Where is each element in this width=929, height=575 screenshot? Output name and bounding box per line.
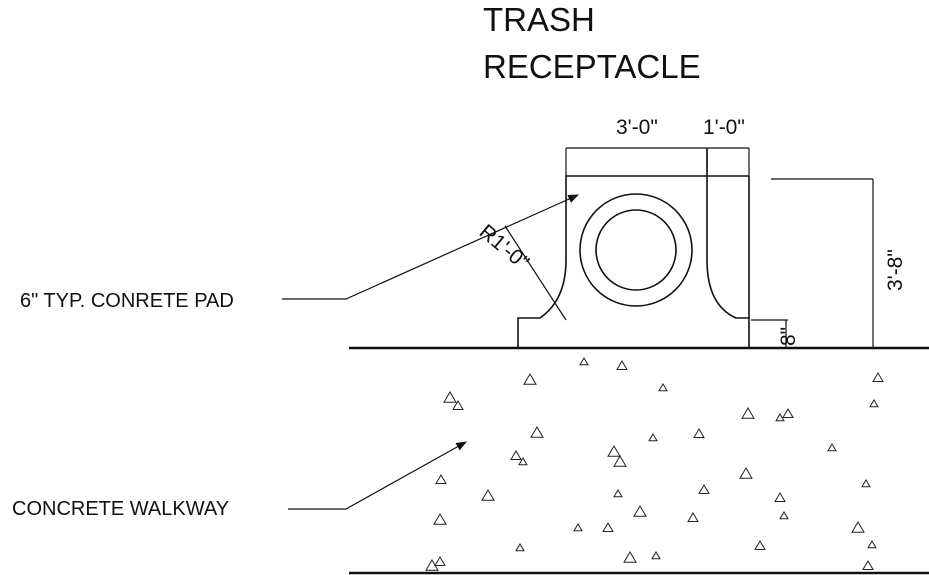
aggregate-mark [623, 551, 637, 563]
aggregate-mark [861, 479, 871, 488]
callout-pad-label: 6" TYP. CONRETE PAD [20, 290, 234, 312]
aggregate-mark [510, 450, 522, 460]
dimension-pad-thickness: 8" [777, 327, 800, 346]
aggregate-mark [774, 492, 786, 502]
aggregate-mark [827, 443, 837, 452]
callout-pad-leader [282, 194, 579, 300]
aggregate-mark [869, 399, 879, 408]
aggregate-mark [607, 445, 621, 457]
aggregate-mark [867, 540, 877, 549]
aggregate-mark [739, 467, 753, 479]
height-dimension-lines [751, 178, 874, 348]
receptacle-inner-circle [595, 209, 677, 291]
aggregate-mark [872, 372, 884, 382]
aggregate-mark [698, 484, 710, 494]
dimension-side-width: 1'-0" [703, 116, 745, 139]
receptacle-outer-circle [579, 193, 693, 307]
aggregate-mark [443, 391, 457, 403]
aggregate-mark [775, 413, 785, 422]
aggregate-mark [687, 512, 699, 522]
aggregate-mark [435, 474, 447, 484]
aggregate-mark [613, 455, 627, 467]
aggregate-mark [573, 523, 583, 532]
callout-walkway-leader [288, 441, 467, 510]
radius-leader-line [504, 225, 567, 321]
aggregate-mark [530, 426, 544, 438]
title-line-1: TRASH [483, 1, 595, 38]
aggregate-mark [851, 521, 865, 533]
aggregate-mark [518, 457, 528, 466]
aggregate-mark [425, 559, 439, 571]
concrete-aggregate-pattern [425, 357, 884, 571]
aggregate-mark [862, 560, 874, 570]
aggregate-mark [523, 373, 537, 385]
callout-walkway-label: CONCRETE WALKWAY [12, 498, 229, 520]
aggregate-mark [433, 513, 447, 525]
aggregate-mark [481, 489, 495, 501]
receptacle-enclosure [517, 148, 750, 348]
aggregate-mark [515, 543, 525, 552]
aggregate-mark [693, 428, 705, 438]
title-line-2: RECEPTACLE [483, 48, 701, 85]
aggregate-mark [651, 551, 661, 560]
aggregate-mark [648, 433, 658, 442]
aggregate-mark [782, 408, 794, 418]
aggregate-mark [613, 489, 623, 498]
aggregate-mark [579, 357, 589, 366]
aggregate-mark [602, 522, 614, 532]
aggregate-mark [616, 360, 628, 370]
aggregate-mark [658, 383, 668, 392]
width-dimension-lines [565, 147, 750, 176]
dimension-height: 3'-8" [884, 249, 907, 291]
dimension-pad-width: 3'-0" [616, 116, 658, 139]
aggregate-mark [452, 400, 464, 410]
aggregate-mark [779, 511, 789, 520]
aggregate-mark [754, 540, 766, 550]
aggregate-mark [633, 505, 647, 517]
aggregate-mark [741, 407, 755, 419]
aggregate-mark [434, 556, 446, 566]
